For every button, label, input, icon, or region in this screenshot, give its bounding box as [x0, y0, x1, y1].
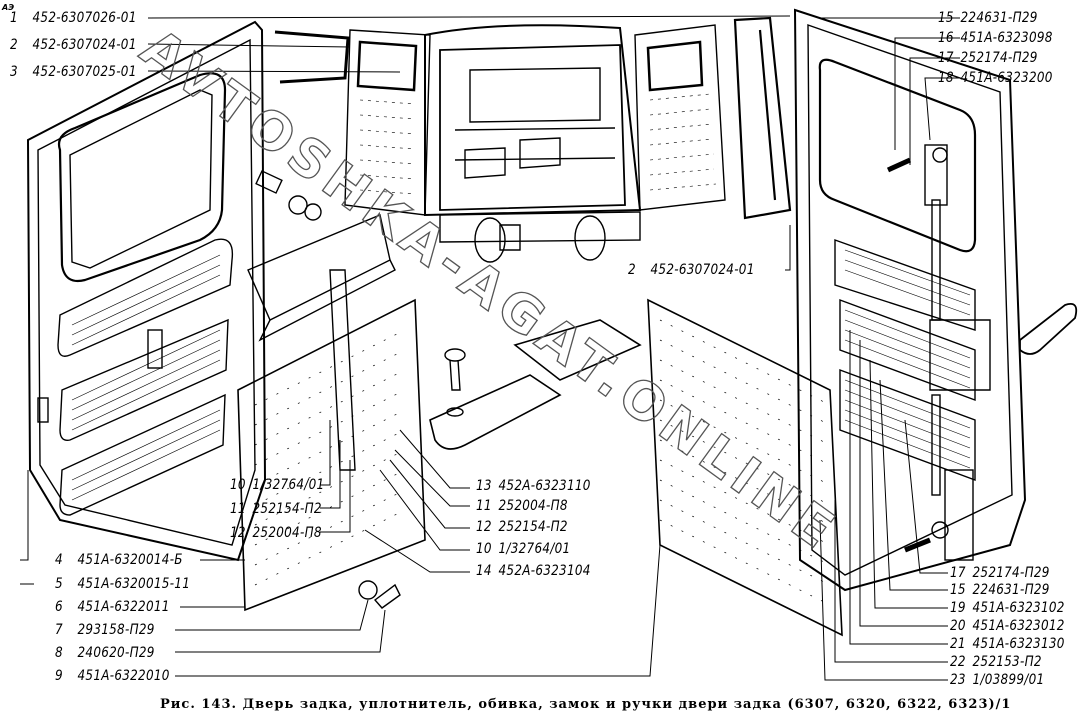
part-label: 23 1/03899/01 — [950, 672, 1045, 688]
left-door-recess-2 — [59, 318, 229, 441]
seal-strip-right — [733, 16, 792, 220]
right-door-lower-lock — [944, 469, 974, 561]
right-trim-panel — [647, 298, 843, 637]
left-door-recess-1 — [57, 238, 234, 357]
right-door-window — [818, 58, 977, 253]
figure-caption: Рис. 143. Дверь задка, уплотнитель, обив… — [160, 697, 1012, 712]
part-label: 20 451А-6323012 — [950, 618, 1065, 634]
right-door-lock — [929, 319, 991, 391]
right-door-upper-lock — [924, 144, 948, 206]
part-label: 7 293158-П29 — [55, 622, 155, 638]
part-label: 8 240620-П29 — [55, 645, 155, 661]
right-door-rod-lower — [931, 394, 941, 496]
part-label: 6 451А-6322011 — [55, 599, 170, 615]
part-label: 19 451А-6323102 — [950, 600, 1065, 616]
right-rear-door — [793, 8, 1078, 592]
t-handle — [1019, 303, 1078, 355]
right-door-recess-3 — [839, 368, 976, 482]
part-label: 10 1/32764/01 — [230, 477, 325, 493]
part-label: 15 224631-П29 — [950, 582, 1050, 598]
part-label: 5 451А-6320015-11 — [55, 576, 191, 592]
left-trim-panel — [237, 298, 426, 612]
part-label: 21 451А-6323130 — [950, 636, 1065, 652]
lock-bracket-parts — [247, 170, 642, 609]
part-label: 17 252174-П29 — [950, 565, 1050, 581]
seal-strip-left — [274, 30, 350, 84]
part-label: 2 452-6307024-01 — [628, 262, 755, 278]
part-label: 12 252004-П8 — [230, 525, 322, 541]
left-door-latch — [147, 329, 163, 369]
right-door-recess-1 — [834, 239, 976, 331]
corner-mark: АЭ — [2, 3, 15, 12]
part-label: 10 1/32764/01 — [476, 541, 571, 557]
part-label: 18 451А-6323200 — [938, 70, 1053, 86]
part-label: 12 252154-П2 — [476, 519, 568, 535]
part-label: 11 252154-П2 — [230, 501, 322, 517]
part-label: 1 452-6307026-01 — [10, 10, 137, 26]
left-rear-door — [26, 20, 267, 562]
van-rear-body — [424, 24, 642, 263]
part-label: 3 452-6307025-01 — [10, 64, 137, 80]
center-right-door — [634, 24, 726, 211]
left-door-recess-3 — [59, 393, 226, 516]
part-label: 2 452-6307024-01 — [10, 37, 137, 53]
part-label: 22 252153-П2 — [950, 654, 1042, 670]
part-label: 15 224631-П29 — [938, 10, 1038, 26]
part-label: 13 452А-6323110 — [476, 478, 591, 494]
leader-lines — [20, 15, 960, 681]
part-label: 4 451А-6320014-Б — [55, 552, 183, 568]
part-label: 14 452А-6323104 — [476, 563, 591, 579]
left-door-window — [57, 72, 227, 283]
left-door-hinge — [37, 397, 49, 423]
part-label: 9 451А-6322010 — [55, 668, 170, 684]
part-label: 17 252174-П29 — [938, 50, 1038, 66]
part-label: 11 252004-П8 — [476, 498, 568, 514]
part-label: 16 451А-6323098 — [938, 30, 1053, 46]
